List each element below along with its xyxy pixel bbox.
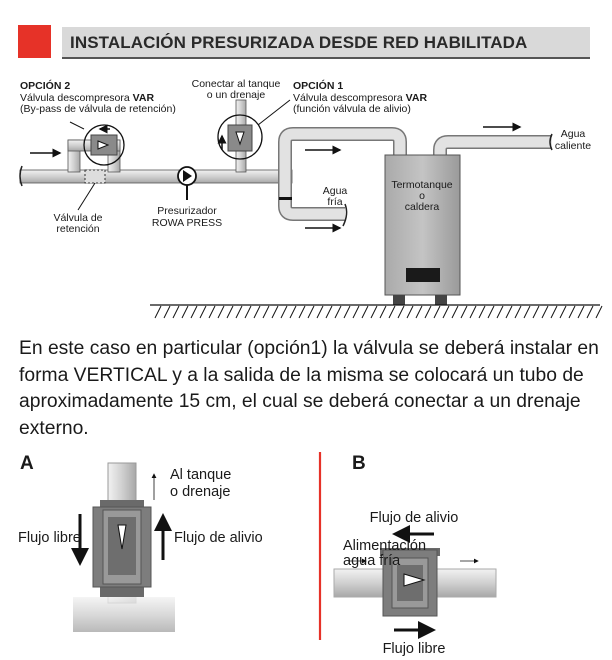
main-pipe xyxy=(19,99,553,227)
ground-hatch xyxy=(487,305,495,319)
water-heater-tank xyxy=(384,154,461,305)
ground-hatch xyxy=(262,305,270,319)
option2-note: (By-pass de válvula de retención) xyxy=(20,103,176,115)
pump-icon xyxy=(177,166,197,200)
ground-hatch xyxy=(154,305,162,319)
ground-hatch xyxy=(316,305,324,319)
tank-label-2: o xyxy=(419,190,425,202)
ground-hatch xyxy=(532,305,540,319)
ground-hatch xyxy=(442,305,450,319)
ground-hatch xyxy=(172,305,180,319)
ground-hatch xyxy=(523,305,531,319)
ground-hatch xyxy=(595,305,603,319)
ground-hatch xyxy=(451,305,459,319)
ground-hatch xyxy=(289,305,297,319)
ground-hatch xyxy=(550,305,558,319)
ground-hatch xyxy=(388,305,396,319)
option1-note: (función válvula de alivio) xyxy=(293,103,411,115)
option1-desc: Válvula descompresora VAR xyxy=(293,92,427,104)
option1-title: OPCIÓN 1 xyxy=(293,79,343,92)
ground-hatch xyxy=(208,305,216,319)
ground-hatch xyxy=(424,305,432,319)
ground-hatch xyxy=(406,305,414,319)
page-title: INSTALACIÓN PRESURIZADA DESDE RED HABILI… xyxy=(70,33,528,52)
ground-hatch xyxy=(415,305,423,319)
figure-b-free-flow: Flujo libre xyxy=(383,641,446,657)
ground-hatch xyxy=(244,305,252,319)
ground-hatch xyxy=(352,305,360,319)
feed-label-2: agua fría xyxy=(343,553,401,569)
ground-hatch xyxy=(577,305,585,319)
hot-water-label-2: caliente xyxy=(555,140,591,152)
to-tank-label-1: Al tanque xyxy=(170,467,231,483)
figure-a-free-flow: Flujo libre xyxy=(18,530,81,546)
to-tank-label-2: o drenaje xyxy=(170,484,230,500)
ground-hatch xyxy=(379,305,387,319)
ground-hatch xyxy=(541,305,549,319)
check-valve-label-2: retención xyxy=(56,223,99,235)
ground-hatch xyxy=(334,305,342,319)
relief-valve xyxy=(217,99,291,160)
red-section-marker xyxy=(18,25,51,58)
ground-hatch xyxy=(163,305,171,319)
option2-desc: Válvula descompresora VAR xyxy=(20,92,154,104)
ground-hatch xyxy=(370,305,378,319)
instruction-paragraph: En este caso en particular (opción1) la … xyxy=(19,338,599,439)
ground-line xyxy=(150,304,603,319)
figure-b-label: B xyxy=(352,453,366,474)
cold-water-label-1: Agua xyxy=(323,185,348,197)
figure-a-relief-flow: Flujo de alivio xyxy=(174,530,263,546)
header-bar xyxy=(62,27,590,59)
connect-label-2: o un drenaje xyxy=(207,89,266,101)
check-valve-label-1: Válvula de xyxy=(53,212,102,224)
ground-hatch xyxy=(343,305,351,319)
ground-hatch xyxy=(190,305,198,319)
hot-water-label-1: Agua xyxy=(561,128,586,140)
ground-hatch xyxy=(181,305,189,319)
ground-hatch xyxy=(199,305,207,319)
connect-label-1: Conectar al tanque xyxy=(192,78,281,90)
ground-hatch xyxy=(226,305,234,319)
cold-water-label-2: fría xyxy=(327,196,342,208)
ground-hatch xyxy=(559,305,567,319)
tank-label-1: Termotanque xyxy=(391,179,452,191)
ground-hatch xyxy=(478,305,486,319)
ground-hatch xyxy=(433,305,441,319)
option2-title: OPCIÓN 2 xyxy=(20,79,70,92)
ground-hatch xyxy=(271,305,279,319)
ground-hatch xyxy=(298,305,306,319)
ground-hatch xyxy=(307,305,315,319)
ground-hatch xyxy=(235,305,243,319)
ground-hatch xyxy=(568,305,576,319)
ground-hatch xyxy=(514,305,522,319)
ground-hatch xyxy=(217,305,225,319)
figure-b-horizontal-valve xyxy=(333,525,497,639)
pump-label-1: Presurizador xyxy=(157,205,217,217)
figure-a-label: A xyxy=(20,453,34,474)
ground-hatch xyxy=(496,305,504,319)
ground-hatch xyxy=(460,305,468,319)
ground-hatch xyxy=(253,305,261,319)
ground-hatch xyxy=(280,305,288,319)
ground-hatch xyxy=(361,305,369,319)
ground-hatch xyxy=(325,305,333,319)
feed-label-1: Alimentación xyxy=(343,538,426,554)
ground-hatch xyxy=(397,305,405,319)
check-valve-pointer xyxy=(77,182,96,211)
figure-b-relief-flow: Flujo de alivio xyxy=(370,510,459,526)
figure-a-vertical-valve xyxy=(71,462,175,632)
tank-label-3: caldera xyxy=(405,201,440,213)
bypass-relief-valve xyxy=(69,121,125,166)
ground-hatch xyxy=(586,305,594,319)
ground-hatch xyxy=(469,305,477,319)
flow-arrows xyxy=(30,122,522,233)
ground-hatch xyxy=(505,305,513,319)
pump-label-2: ROWA PRESS xyxy=(152,217,222,229)
